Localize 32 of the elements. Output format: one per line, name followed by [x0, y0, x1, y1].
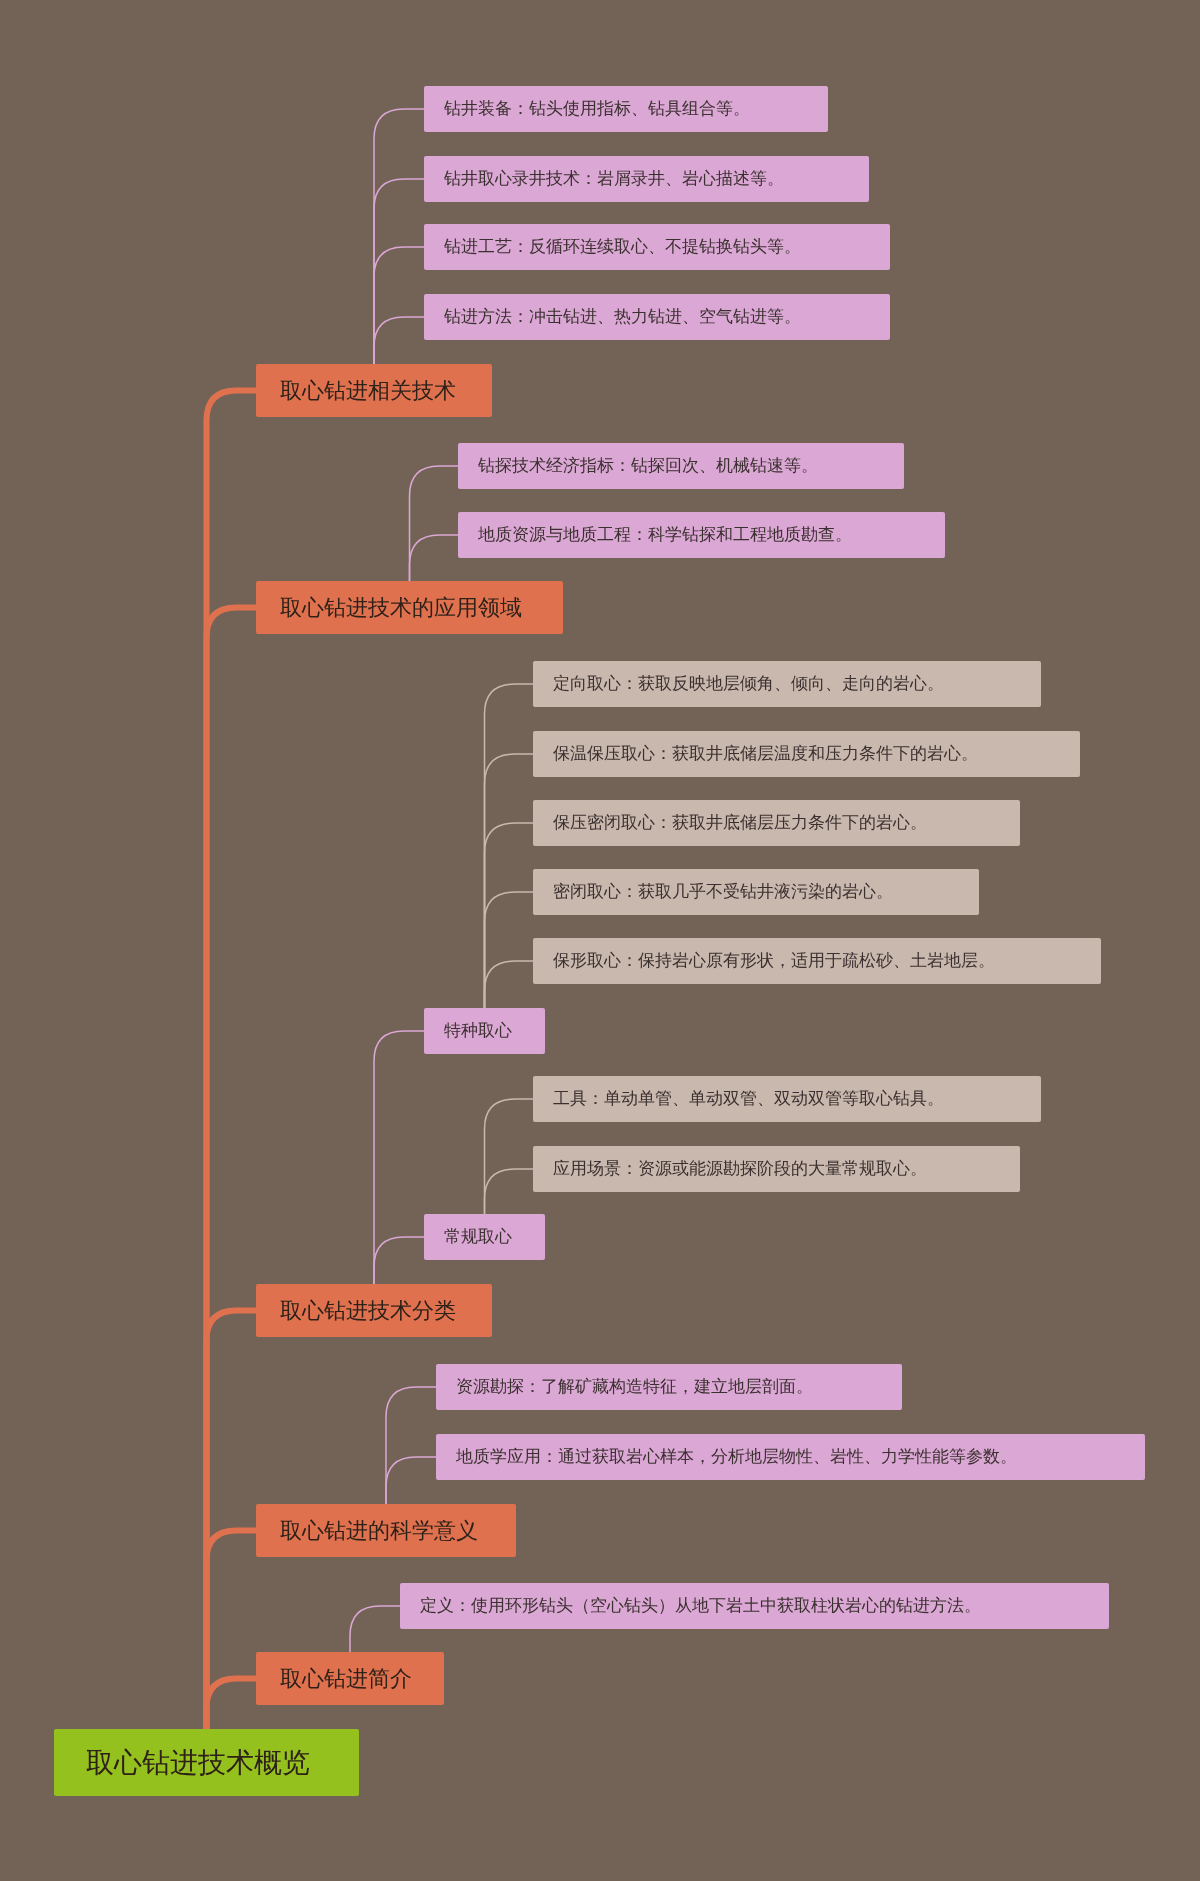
branch-box: 取心钻进技术的应用领域: [256, 581, 563, 634]
topic-box: 工具：单动单管、单动双管、双动双管等取心钻具。: [533, 1076, 1041, 1122]
root-box: 取心钻进技术概览: [54, 1729, 359, 1796]
topic-box: 资源勘探：了解矿藏构造特征，建立地层剖面。: [436, 1364, 902, 1410]
connector-line: [483, 1168, 534, 1215]
topic-box: 特种取心: [424, 1008, 545, 1054]
connector-line: [203, 1675, 256, 1729]
connector-line: [483, 960, 534, 1009]
connector-line: [373, 316, 425, 365]
connector-line: [408, 534, 459, 582]
topic-box: 钻进工艺：反循环连续取心、不提钻换钻头等。: [424, 224, 890, 270]
topic-box: 钻进方法：冲击钻进、热力钻进、空气钻进等。: [424, 294, 890, 340]
connector-line: [349, 1605, 401, 1653]
topic-box: 钻探技术经济指标：钻探回次、机械钻速等。: [458, 443, 904, 489]
branch-box: 取心钻进简介: [256, 1652, 444, 1705]
branch-box: 取心钻进的科学意义: [256, 1504, 516, 1557]
branch-box: 取心钻进技术分类: [256, 1284, 492, 1337]
topic-box: 钻井取心录井技术：岩屑录井、岩心描述等。: [424, 156, 869, 202]
connector-line: [385, 1456, 437, 1505]
topic-box: 地质资源与地质工程：科学钻探和工程地质勘查。: [458, 512, 945, 558]
connector-line: [373, 1236, 425, 1285]
topic-box: 定向取心：获取反映地层倾角、倾向、走向的岩心。: [533, 661, 1041, 707]
topic-box: 保形取心：保持岩心原有形状，适用于疏松砂、土岩地层。: [533, 938, 1101, 984]
topic-box: 保温保压取心：获取井底储层温度和压力条件下的岩心。: [533, 731, 1080, 777]
topic-box: 密闭取心：获取几乎不受钻井液污染的岩心。: [533, 869, 979, 915]
topic-box: 定义：使用环形钻头（空心钻头）从地下岩土中获取柱状岩心的钻进方法。: [400, 1583, 1109, 1629]
topic-box: 保压密闭取心：获取井底储层压力条件下的岩心。: [533, 800, 1020, 846]
topic-box: 应用场景：资源或能源勘探阶段的大量常规取心。: [533, 1146, 1020, 1192]
topic-box: 常规取心: [424, 1214, 545, 1260]
topic-box: 地质学应用：通过获取岩心样本，分析地层物性、岩性、力学性能等参数。: [436, 1434, 1145, 1480]
branch-box: 取心钻进相关技术: [256, 364, 492, 417]
topic-box: 钻井装备：钻头使用指标、钻具组合等。: [424, 86, 828, 132]
